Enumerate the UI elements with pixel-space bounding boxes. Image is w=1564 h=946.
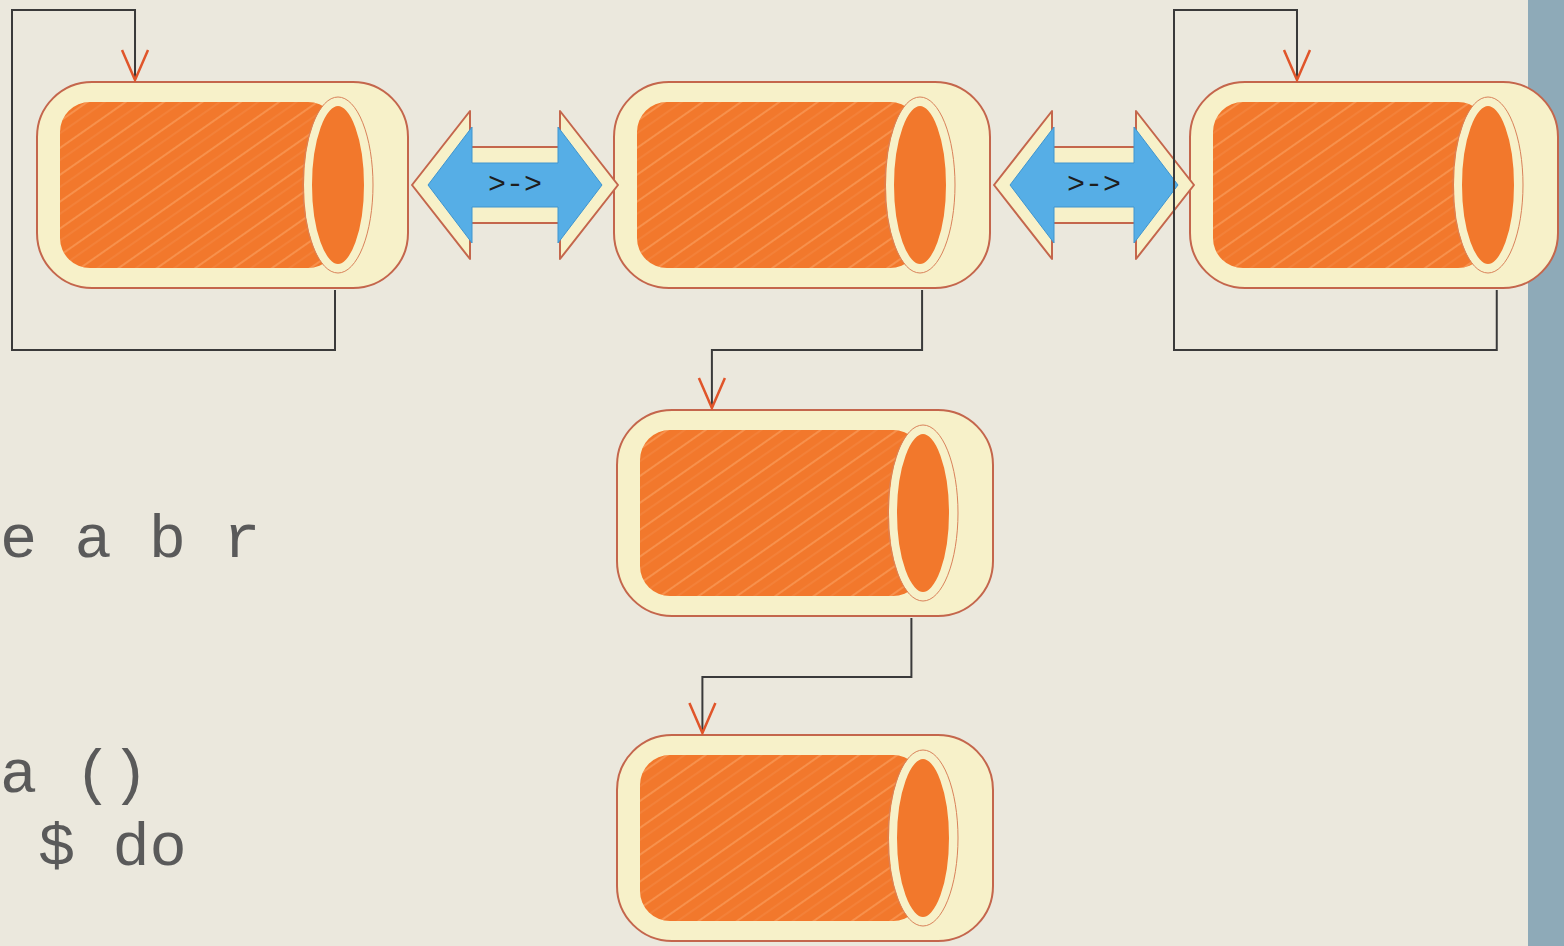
cylinder-casing	[1190, 82, 1558, 288]
cylinder-casing	[617, 410, 993, 616]
cylinder-casing	[37, 82, 408, 288]
pipe-connector	[994, 111, 1194, 259]
double-arrow-fill	[1010, 127, 1178, 243]
double-arrow-fill	[428, 127, 602, 243]
cylinder-cap-rim	[1453, 97, 1523, 273]
flow-line	[1174, 10, 1497, 350]
double-arrow-outline	[412, 111, 618, 259]
code-fragment: $ do	[38, 818, 187, 880]
cylinder-shape	[615, 733, 995, 943]
cylinder-cap-rim	[885, 97, 955, 273]
double-arrow-outline	[994, 111, 1194, 259]
pipe-cylinder	[35, 80, 410, 290]
pipe-connector	[1174, 10, 1497, 350]
cylinder-hatch	[1213, 102, 1488, 268]
flow-line	[702, 618, 911, 733]
pipe-connector	[712, 290, 922, 408]
code-fragment: e a b r	[0, 510, 260, 572]
cylinder-hatch	[637, 102, 920, 268]
cylinder-casing	[617, 735, 993, 941]
cylinder-hatch	[640, 430, 923, 596]
operator-label: >->	[1067, 170, 1121, 200]
cylinder-body	[637, 102, 920, 268]
pipe-connector	[412, 111, 618, 259]
cylinder-body	[60, 102, 338, 268]
pipe-cylinder	[615, 733, 995, 943]
cylinder-cap	[893, 430, 953, 596]
cylinder-body	[640, 430, 923, 596]
operator-label: >->	[488, 170, 542, 200]
cylinder-shape	[615, 408, 995, 618]
flow-line	[712, 290, 922, 408]
cylinder-hatch	[60, 102, 338, 268]
pipe-cylinder	[612, 80, 992, 290]
pipe-connector	[702, 618, 911, 733]
pipe-cylinder	[1188, 80, 1560, 290]
cylinder-cap	[1458, 102, 1518, 268]
cylinder-cap-rim	[303, 97, 373, 273]
cylinder-casing	[614, 82, 990, 288]
cylinder-cap	[893, 755, 953, 921]
pipe-cylinder	[615, 408, 995, 618]
cylinder-shape	[35, 80, 410, 290]
code-fragment: a ()	[0, 745, 149, 807]
cylinder-shape	[1188, 80, 1560, 290]
cylinder-cap	[308, 102, 368, 268]
cylinder-body	[1213, 102, 1488, 268]
cylinder-cap	[890, 102, 950, 268]
cylinder-cap-rim	[888, 750, 958, 926]
cylinder-cap-rim	[888, 425, 958, 601]
cylinder-shape	[612, 80, 992, 290]
cylinder-body	[640, 755, 923, 921]
cylinder-hatch	[640, 755, 923, 921]
